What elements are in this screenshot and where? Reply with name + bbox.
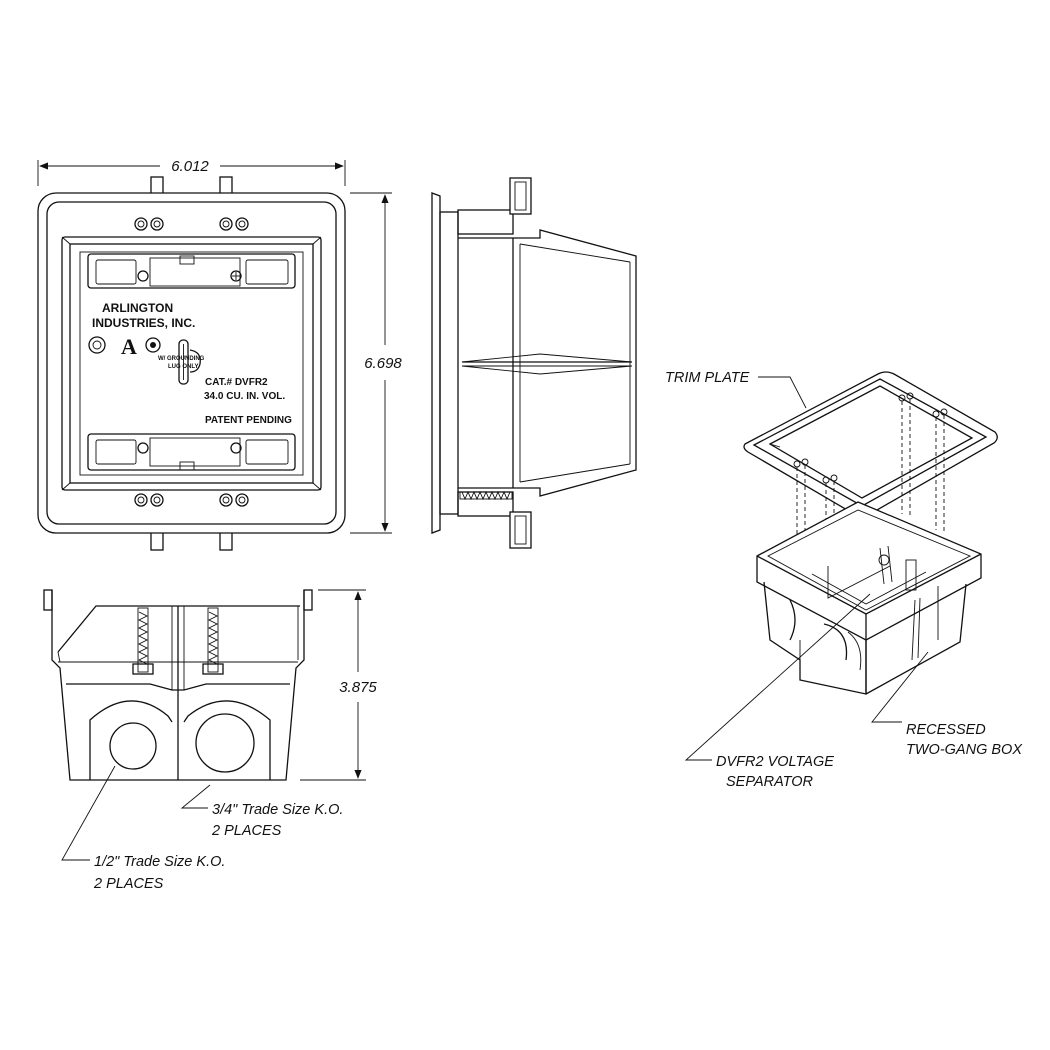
- ko-3-4-line1: 3/4" Trade Size K.O.: [212, 802, 343, 818]
- trim-plate-label: TRIM PLATE: [665, 370, 750, 386]
- patent-text: PATENT PENDING: [205, 415, 292, 426]
- ko-1-2-line2: 2 PLACES: [93, 876, 164, 892]
- recessed-box: [756, 501, 982, 695]
- height-dimension: 6.698: [364, 355, 402, 372]
- separator-label-line2: SEPARATOR: [726, 774, 814, 790]
- manufacturer-line1: ARLINGTON: [102, 301, 173, 315]
- trim-plate: [743, 371, 998, 517]
- width-dimension: 6.012: [171, 158, 209, 175]
- volume: 34.0 CU. IN. VOL.: [204, 391, 285, 402]
- recessed-label-line1: RECESSED: [906, 722, 986, 738]
- grounding-slot: [178, 339, 201, 385]
- isometric-view: TRIM PLATE RECESSED TWO-GANG BOX DVFR2 V…: [665, 370, 1023, 790]
- front-view: 6.012: [37, 158, 402, 551]
- recessed-label-line2: TWO-GANG BOX: [906, 742, 1023, 758]
- separator-label-line1: DVFR2 VOLTAGE: [716, 754, 834, 770]
- side-view: [431, 177, 637, 549]
- side-screw: [459, 490, 513, 501]
- grounding-line1: W/ GROUNDING: [158, 356, 205, 362]
- elevation-view: 3.875 3/4" Trade Size K.O. 2 PLACES 1/2"…: [43, 589, 377, 892]
- depth-dimension: 3.875: [339, 679, 377, 696]
- csa-cert-icon: [145, 337, 161, 353]
- cat-number: CAT.# DVFR2: [205, 377, 268, 388]
- logo-mark-icon: A: [121, 334, 137, 359]
- knockout-three-quarter-inch: [195, 713, 255, 773]
- knockout-half-inch: [109, 722, 157, 770]
- manufacturer-line2: INDUSTRIES, INC.: [92, 316, 195, 330]
- ul-cert-icon: [88, 336, 106, 354]
- ko-3-4-line2: 2 PLACES: [211, 823, 282, 839]
- ko-1-2-line1: 1/2" Trade Size K.O.: [94, 854, 225, 870]
